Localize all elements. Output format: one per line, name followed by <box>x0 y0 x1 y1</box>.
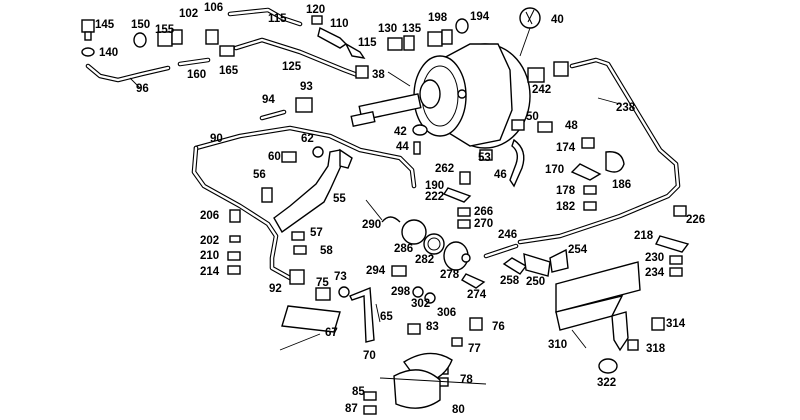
callout-106: 106 <box>204 2 224 14</box>
callout-115-mid: 115 <box>358 37 377 49</box>
wrench-symbol <box>519 7 541 29</box>
callout-65: 65 <box>380 311 393 323</box>
callout-46: 46 <box>494 169 507 181</box>
callout-56: 56 <box>253 169 266 181</box>
callout-48: 48 <box>565 120 578 132</box>
callout-310: 310 <box>548 339 568 351</box>
callout-75: 75 <box>316 277 329 289</box>
callout-222: 222 <box>425 191 445 203</box>
callout-102: 102 <box>179 8 199 20</box>
callout-218: 218 <box>634 230 654 242</box>
callout-155: 155 <box>155 24 175 36</box>
callout-67: 67 <box>325 327 338 339</box>
callout-92: 92 <box>269 283 282 295</box>
brake-booster <box>350 43 531 149</box>
callout-314: 314 <box>666 318 686 330</box>
callout-62: 62 <box>301 133 314 145</box>
callout-38: 38 <box>372 69 385 81</box>
callout-165: 165 <box>219 65 239 77</box>
callout-210: 210 <box>200 250 220 262</box>
callout-76: 76 <box>492 321 505 333</box>
callout-90: 90 <box>210 133 223 145</box>
callout-258: 258 <box>500 275 520 287</box>
brackets-and-clamps <box>273 138 641 409</box>
callout-42: 42 <box>394 126 407 138</box>
callout-230: 230 <box>645 252 665 264</box>
callout-322: 322 <box>597 377 617 389</box>
callout-206: 206 <box>200 210 220 222</box>
callout-125: 125 <box>282 61 302 73</box>
callout-178: 178 <box>556 185 576 197</box>
callout-226: 226 <box>686 214 706 226</box>
callout-238: 238 <box>616 102 636 114</box>
callout-190: 190 <box>425 180 445 192</box>
callout-70: 70 <box>363 350 376 362</box>
callout-80: 80 <box>452 404 465 416</box>
callout-318: 318 <box>646 343 666 355</box>
callout-214: 214 <box>200 266 220 278</box>
callout-270: 270 <box>474 218 494 230</box>
callout-50: 50 <box>526 111 539 123</box>
callout-83: 83 <box>426 321 439 333</box>
callout-58: 58 <box>320 245 333 257</box>
fittings-and-fasteners <box>81 15 690 415</box>
callout-278: 278 <box>440 269 460 281</box>
callout-94: 94 <box>262 94 275 106</box>
callout-298: 298 <box>391 286 411 298</box>
callout-140: 140 <box>99 47 119 59</box>
callout-182: 182 <box>556 201 576 213</box>
callout-115-top: 115 <box>268 13 287 25</box>
callout-55: 55 <box>333 193 346 205</box>
callout-266: 266 <box>474 206 494 218</box>
callout-57: 57 <box>310 227 323 239</box>
callout-194: 194 <box>470 11 490 23</box>
callout-78: 78 <box>460 374 473 386</box>
brake-lines <box>85 7 681 281</box>
callout-96: 96 <box>136 83 149 95</box>
callout-186: 186 <box>612 179 632 191</box>
callout-170: 170 <box>545 164 565 176</box>
callout-85: 85 <box>352 386 365 398</box>
callout-306: 306 <box>437 307 457 319</box>
callout-40: 40 <box>551 14 564 26</box>
leader-lines <box>129 27 621 351</box>
callout-160: 160 <box>187 69 207 81</box>
callout-202: 202 <box>200 235 220 247</box>
callout-254: 254 <box>568 244 588 256</box>
callout-234: 234 <box>645 267 665 279</box>
callout-282: 282 <box>415 254 435 266</box>
callout-294: 294 <box>366 265 386 277</box>
callout-120: 120 <box>306 4 326 16</box>
callout-87: 87 <box>345 403 358 415</box>
callout-135: 135 <box>402 23 422 35</box>
callout-73: 73 <box>334 271 347 283</box>
callout-262: 262 <box>435 163 455 175</box>
callout-198: 198 <box>428 12 448 24</box>
callout-130: 130 <box>378 23 398 35</box>
callout-302: 302 <box>411 298 431 310</box>
callout-93: 93 <box>300 81 313 93</box>
callout-110: 110 <box>330 18 349 30</box>
callout-242: 242 <box>532 84 552 96</box>
callout-44: 44 <box>396 141 409 153</box>
callout-250: 250 <box>526 276 546 288</box>
callout-145: 145 <box>95 19 115 31</box>
callout-246: 246 <box>498 229 518 241</box>
callout-174: 174 <box>556 142 576 154</box>
callout-60: 60 <box>268 151 281 163</box>
callout-53: 53 <box>478 152 491 164</box>
callout-77: 77 <box>468 343 481 355</box>
callout-286: 286 <box>394 243 414 255</box>
callout-150: 150 <box>131 19 151 31</box>
callout-274: 274 <box>467 289 487 301</box>
callout-290: 290 <box>362 219 382 231</box>
